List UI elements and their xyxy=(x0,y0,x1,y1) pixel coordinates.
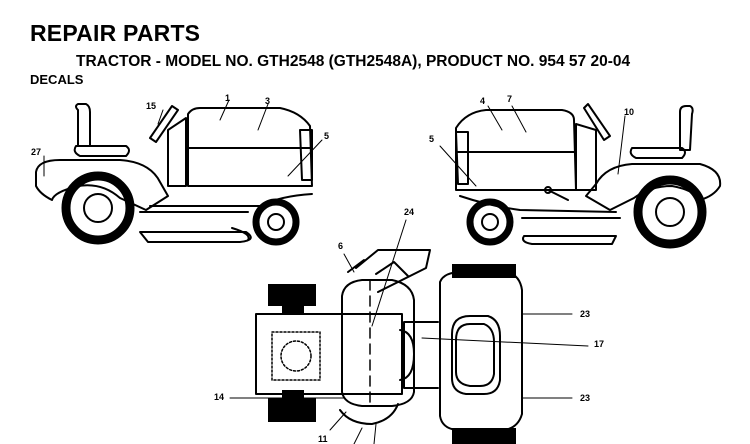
page-title: REPAIR PARTS xyxy=(30,20,201,46)
section-heading: DECALS xyxy=(30,72,84,87)
callout-1: 1 xyxy=(225,93,230,103)
callout-6: 6 xyxy=(338,241,343,251)
callout-14: 14 xyxy=(214,392,224,402)
callout-24: 24 xyxy=(404,207,414,217)
callout-27: 27 xyxy=(31,147,41,157)
page-subtitle: TRACTOR - MODEL NO. GTH2548 (GTH2548A), … xyxy=(76,53,631,70)
callout-3: 3 xyxy=(265,96,270,106)
tractor-top-view xyxy=(229,219,589,444)
callout-5-right: 5 xyxy=(429,134,434,144)
callout-23-top: 23 xyxy=(580,309,590,319)
callout-15: 15 xyxy=(146,101,156,111)
callout-11: 11 xyxy=(318,434,328,444)
callout-5-left: 5 xyxy=(324,131,329,141)
callout-23-bottom: 23 xyxy=(580,393,590,403)
callout-17: 17 xyxy=(594,339,604,349)
callout-7: 7 xyxy=(507,94,512,104)
callout-4: 4 xyxy=(480,96,485,106)
tractor-side-view-left xyxy=(35,99,323,246)
callout-10: 10 xyxy=(624,107,634,117)
tractor-side-view-right xyxy=(439,103,722,249)
